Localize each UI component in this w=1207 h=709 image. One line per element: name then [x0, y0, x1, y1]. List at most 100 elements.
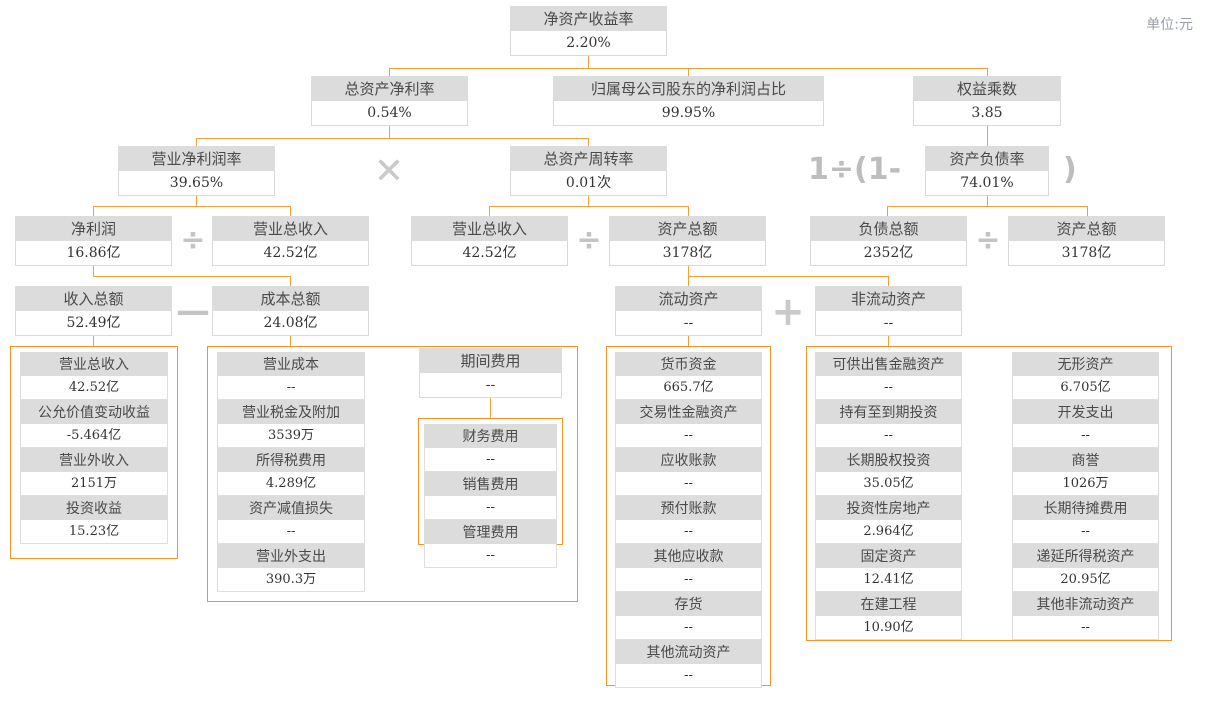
list-item-label: 交易性金融资产 [615, 400, 762, 424]
node-period-expense-value: -- [419, 373, 562, 398]
connector [93, 206, 291, 207]
node-equity-multiplier[interactable]: 权益乘数 3.85 [913, 76, 1061, 126]
connector [987, 126, 988, 148]
list-item-value: -- [217, 520, 365, 544]
node-total-liabilities-value: 2352亿 [810, 241, 967, 266]
divide-operator: ÷ [180, 223, 206, 258]
list-item-value: 20.95亿 [1012, 568, 1159, 592]
connector [290, 336, 291, 346]
node-roa-label: 总资产净利率 [311, 76, 468, 101]
list-item-label: 投资性房地产 [815, 496, 962, 520]
list-item-value: 665.7亿 [615, 376, 762, 400]
connector [887, 206, 1087, 207]
list-item[interactable]: 其他流动资产-- [615, 640, 762, 688]
list-item[interactable]: 持有至到期投资-- [815, 400, 962, 448]
node-debt-ratio-label: 资产负债率 [925, 146, 1049, 171]
node-net-profit-label: 净利润 [15, 216, 172, 241]
list-item-value: -- [424, 544, 557, 568]
connector [688, 266, 689, 276]
connector [688, 68, 689, 78]
list-item[interactable]: 公允价值变动收益-5.464亿 [20, 400, 168, 448]
connector [588, 196, 589, 206]
node-total-assets-1[interactable]: 资产总额 3178亿 [609, 216, 766, 266]
node-cost-total-value: 24.08亿 [212, 311, 369, 336]
node-roe-label: 净资产收益率 [510, 6, 667, 31]
list-item[interactable]: 存货-- [615, 592, 762, 640]
list-item-value: -- [615, 664, 762, 688]
list-item-value: 42.52亿 [20, 376, 168, 400]
node-total-liabilities[interactable]: 负债总额 2352亿 [810, 216, 967, 266]
list-item-label: 营业税金及附加 [217, 400, 365, 424]
connector [490, 396, 491, 418]
node-noncurrent-assets[interactable]: 非流动资产 -- [815, 286, 962, 336]
cost-and-expense-frame [207, 346, 578, 602]
list-item[interactable]: 交易性金融资产-- [615, 400, 762, 448]
node-roe[interactable]: 净资产收益率 2.20% [510, 6, 667, 56]
list-item[interactable]: 长期待摊费用-- [1012, 496, 1159, 544]
list-item-value: 12.41亿 [815, 568, 962, 592]
list-item-label: 营业外支出 [217, 544, 365, 568]
connector [888, 326, 889, 346]
list-item[interactable]: 其他非流动资产-- [1012, 592, 1159, 640]
node-period-expense[interactable]: 期间费用 -- [419, 348, 562, 398]
node-cost-total[interactable]: 成本总额 24.08亿 [212, 286, 369, 336]
list-item[interactable]: 预付账款-- [615, 496, 762, 544]
connector [389, 126, 390, 138]
list-item-value: -- [615, 424, 762, 448]
node-net-profit-margin-label: 营业净利润率 [118, 146, 275, 171]
node-asset-turnover[interactable]: 总资产周转率 0.01次 [510, 146, 667, 196]
list-item-label: 长期待摊费用 [1012, 496, 1159, 520]
connector [688, 326, 689, 346]
list-item-label: 预付账款 [615, 496, 762, 520]
expense-items-stack: 财务费用--销售费用--管理费用-- [424, 424, 557, 568]
list-item-value: -- [815, 376, 962, 400]
connector [196, 138, 197, 148]
list-item-label: 商誉 [1012, 448, 1159, 472]
list-item[interactable]: 其他应收款-- [615, 544, 762, 592]
list-item[interactable]: 开发支出-- [1012, 400, 1159, 448]
list-item-value: -- [615, 616, 762, 640]
list-item[interactable]: 资产减值损失-- [217, 496, 365, 544]
connector [489, 206, 689, 207]
node-parent-share[interactable]: 归属母公司股东的净利润占比 99.95% [553, 76, 824, 126]
node-total-liabilities-label: 负债总额 [810, 216, 967, 241]
node-income-total[interactable]: 收入总额 52.49亿 [15, 286, 172, 336]
list-item-label: 销售费用 [424, 472, 557, 496]
node-income-total-label: 收入总额 [15, 286, 172, 311]
list-item[interactable]: 可供出售金融资产-- [815, 352, 962, 400]
node-net-profit[interactable]: 净利润 16.86亿 [15, 216, 172, 266]
connector [93, 276, 291, 277]
node-total-assets-2[interactable]: 资产总额 3178亿 [1008, 216, 1165, 266]
connector [93, 336, 94, 346]
node-current-assets[interactable]: 流动资产 -- [615, 286, 762, 336]
list-item[interactable]: 财务费用-- [424, 424, 557, 472]
list-item[interactable]: 应收账款-- [615, 448, 762, 496]
node-roa[interactable]: 总资产净利率 0.54% [311, 76, 468, 126]
connector [887, 206, 888, 216]
node-debt-ratio[interactable]: 资产负债率 74.01% [925, 146, 1049, 196]
list-item[interactable]: 营业成本-- [217, 352, 365, 400]
list-item[interactable]: 销售费用-- [424, 472, 557, 520]
node-roa-value: 0.54% [311, 101, 468, 126]
connector [987, 196, 988, 206]
node-net-profit-margin[interactable]: 营业净利润率 39.65% [118, 146, 275, 196]
list-item[interactable]: 管理费用-- [424, 520, 557, 568]
node-operating-revenue-a[interactable]: 营业总收入 42.52亿 [212, 216, 369, 266]
node-operating-revenue-b[interactable]: 营业总收入 42.52亿 [411, 216, 568, 266]
